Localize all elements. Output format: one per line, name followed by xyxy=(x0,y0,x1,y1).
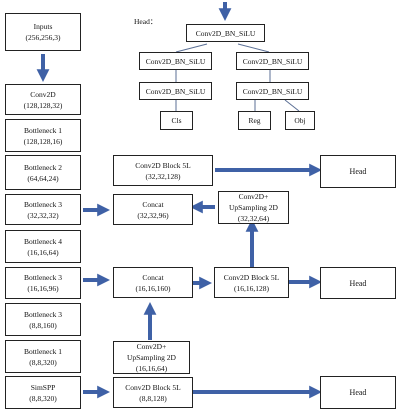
bottleneck-3-node-b: Bottleneck 3 (16,16,96) xyxy=(5,267,81,299)
head-tree-lines xyxy=(175,43,300,112)
head-output-top: Head xyxy=(320,155,396,188)
head-tree-root: Conv2D_BN_SiLU xyxy=(186,24,265,42)
head-tree-left-2: Conv2D_BN_SiLU xyxy=(139,82,212,100)
head-tree-obj: Obj xyxy=(285,111,315,130)
conv2d-block-5l-mid: Conv2D Block 5L (16,16,128) xyxy=(214,267,289,298)
head-output-bottom: Head xyxy=(320,376,396,409)
bottleneck-1-node: Bottleneck 1 (128,128,16) xyxy=(5,119,81,152)
head-label: Head： xyxy=(134,17,158,26)
conv2d-block-5l-bottom: Conv2D Block 5L (8,8,128) xyxy=(113,377,193,408)
head-tree-right-2: Conv2D_BN_SiLU xyxy=(236,82,309,100)
head-tree-cls: Cls xyxy=(160,111,193,130)
bottleneck-3-node-a: Bottleneck 3 (32,32,32) xyxy=(5,194,81,225)
head-output-mid: Head xyxy=(320,267,396,299)
bottleneck-3-node-c: Bottleneck 3 (8,8,160) xyxy=(5,303,81,336)
conv2d-block-5l-top: Conv2D Block 5L (32,32,128) xyxy=(113,155,213,186)
bottleneck-4-node: Bottleneck 4 (16,16,64) xyxy=(5,230,81,263)
head-tree-right-1: Conv2D_BN_SiLU xyxy=(236,52,309,70)
bottleneck-2-node: Bottleneck 2 (64,64,24) xyxy=(5,155,81,190)
upsampling-bottom: Conv2D+ UpSampling 2D (16,16,64) xyxy=(113,341,190,374)
head-tree-reg: Reg xyxy=(238,111,271,130)
head-tree-left-1: Conv2D_BN_SiLU xyxy=(139,52,212,70)
conv2d-node: Conv2D (128,128,32) xyxy=(5,84,81,115)
concat-top: Concat (32,32,96) xyxy=(113,194,193,225)
bottleneck-1-node-b: Bottleneck 1 (8,8,320) xyxy=(5,340,81,373)
concat-mid: Concat (16,16,160) xyxy=(113,267,193,298)
upsampling-top: Conv2D+ UpSampling 2D (32,32,64) xyxy=(218,191,289,224)
inputs-node: Inputs (256,256,3) xyxy=(5,13,81,51)
simspp-node: SimSPP (8,8,320) xyxy=(5,376,81,409)
